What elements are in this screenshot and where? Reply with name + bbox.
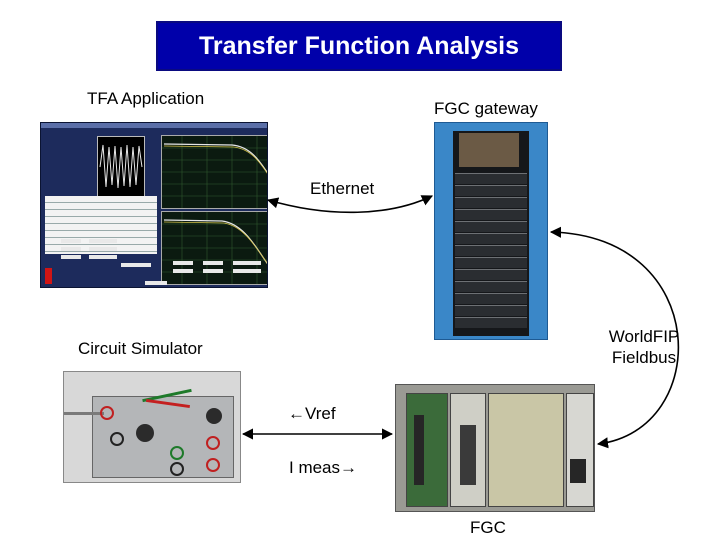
fieldbus-label: Fieldbus <box>611 348 677 367</box>
worldfip-fieldbus-label: WorldFIP Fieldbus <box>600 326 688 368</box>
status-indicator <box>45 268 52 284</box>
results-table <box>45 196 157 254</box>
circuit-simulator-photo <box>63 371 241 483</box>
time-signal-plot <box>97 136 145 198</box>
circuit-simulator-label: Circuit Simulator <box>78 339 203 358</box>
worldfip-fieldbus-link <box>549 226 680 449</box>
tfa-application-screenshot <box>40 122 268 288</box>
tfa-application-label: TFA Application <box>87 89 205 108</box>
ethernet-label: Ethernet <box>310 179 375 198</box>
imeas-label: I meas→ <box>289 458 358 477</box>
ethernet-link <box>266 195 434 214</box>
bode-magnitude-plot <box>161 135 267 209</box>
fgc-photo <box>395 384 595 512</box>
page-title: Transfer Function Analysis <box>199 31 519 60</box>
title-banner: Transfer Function Analysis <box>156 21 562 71</box>
fgc-gateway-label: FGC gateway <box>434 99 538 118</box>
vref-label: ←Vref <box>288 404 336 423</box>
fgc-label: FGC <box>470 518 506 537</box>
fgc-gateway-photo <box>434 122 548 340</box>
worldfip-label: WorldFIP <box>608 327 680 346</box>
